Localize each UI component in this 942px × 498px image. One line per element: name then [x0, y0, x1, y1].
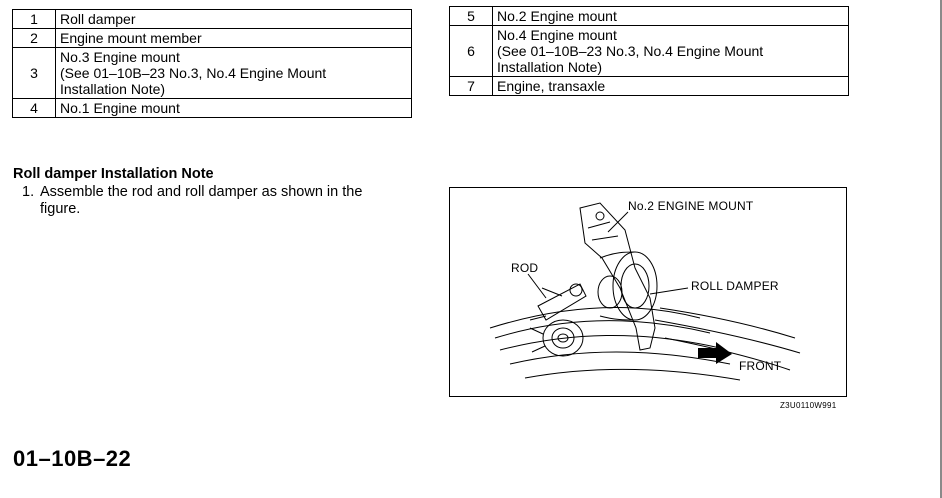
part-number: 1 [12, 9, 56, 29]
table-row: 7 Engine, transaxle [449, 76, 849, 96]
table-row: 3 No.3 Engine mount (See 01–10B–23 No.3,… [12, 47, 412, 99]
figure-box [449, 187, 847, 397]
table-row: 6 No.4 Engine mount (See 01–10B–23 No.3,… [449, 25, 849, 77]
part-name: No.3 Engine mount (See 01–10B–23 No.3, N… [55, 47, 412, 99]
page-number: 01–10B–22 [13, 446, 132, 471]
part-name-line: No.4 Engine mount [497, 27, 617, 43]
part-name-line: Installation Note) [497, 59, 603, 75]
step-text: Assemble the rod and roll damper as show… [40, 184, 363, 217]
part-number: 4 [12, 98, 56, 118]
label-rod: ROD [511, 261, 539, 275]
label-no2-engine-mount: No.2 ENGINE MOUNT [628, 199, 754, 213]
section-title: Roll damper Installation Note [13, 166, 214, 182]
part-name: No.4 Engine mount (See 01–10B–23 No.3, N… [492, 25, 849, 77]
label-roll-damper: ROLL DAMPER [691, 279, 779, 293]
roll-damper-illustration [489, 202, 801, 381]
parts-table-right: 5 No.2 Engine mount 6 No.4 Engine mount … [449, 6, 849, 96]
label-front: FRONT [739, 359, 782, 373]
instruction-step: 1. Assemble the rod and roll damper as s… [22, 184, 402, 218]
part-number: 7 [449, 76, 493, 96]
table-row: 4 No.1 Engine mount [12, 98, 412, 118]
parts-table-left: 1 Roll damper 2 Engine mount member 3 No… [12, 9, 412, 118]
part-name: No.2 Engine mount [492, 6, 849, 26]
part-name-line: No.3 Engine mount [60, 49, 180, 65]
table-row: 5 No.2 Engine mount [449, 6, 849, 26]
table-row: 2 Engine mount member [12, 28, 412, 48]
part-number: 2 [12, 28, 56, 48]
part-name: No.1 Engine mount [55, 98, 412, 118]
part-name-line: (See 01–10B–23 No.3, No.4 Engine Mount [497, 43, 764, 59]
step-number: 1. [22, 184, 35, 200]
part-number: 3 [12, 47, 56, 99]
part-number: 5 [449, 6, 493, 26]
part-number: 6 [449, 25, 493, 77]
table-row: 1 Roll damper [12, 9, 412, 29]
part-name: Engine, transaxle [492, 76, 849, 96]
part-name: Engine mount member [55, 28, 412, 48]
figure-code: Z3U0110W991 [780, 401, 837, 410]
part-name-line: Installation Note) [60, 81, 166, 97]
part-name: Roll damper [55, 9, 412, 29]
part-name-line: (See 01–10B–23 No.3, No.4 Engine Mount [60, 65, 327, 81]
window-right-border [940, 0, 942, 498]
